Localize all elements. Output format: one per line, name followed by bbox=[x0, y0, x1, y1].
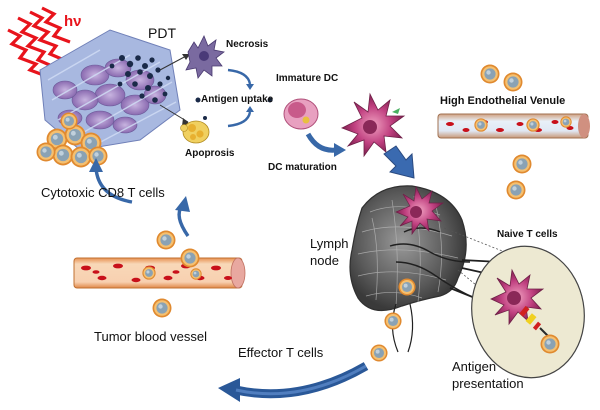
dc-maturation-label: DC maturation bbox=[268, 162, 337, 173]
lymph-node-dendritic-cell bbox=[395, 185, 445, 236]
light-hv-label: hν bbox=[64, 13, 82, 30]
tumor-blood-vessel-label: Tumor blood vessel bbox=[94, 329, 207, 344]
high-endothelial-venule bbox=[437, 113, 590, 139]
dendritic-cell-icon bbox=[341, 92, 406, 158]
maturation-arrow bbox=[305, 132, 346, 157]
apoptosis-label: Apoprosis bbox=[185, 148, 235, 159]
tumor-blood-vessel bbox=[73, 257, 246, 289]
vessel-to-tumor-arrow bbox=[175, 196, 190, 237]
mhc-tcr-complex bbox=[519, 305, 549, 337]
tumor-tissue bbox=[39, 29, 181, 151]
necrosis-label: Necrosis bbox=[226, 39, 269, 50]
lymph-node-label-line1: Lymph bbox=[310, 236, 349, 251]
antigen-uptake-label: Antigen uptake bbox=[201, 94, 274, 105]
apoptotic-cell-icon bbox=[180, 120, 210, 144]
necrotic-cell-icon bbox=[185, 35, 225, 79]
antigen-presentation-label-line2: presentation bbox=[452, 376, 524, 391]
photosensitizer-dots bbox=[109, 55, 171, 103]
cd8-to-tumor-arrow bbox=[89, 158, 133, 204]
dc-migration-arrow bbox=[383, 145, 415, 179]
antigen-presentation-label-line1: Antigen bbox=[452, 359, 497, 374]
lymph-node-label-line2: node bbox=[310, 253, 339, 268]
pdt-label: PDT bbox=[148, 25, 176, 41]
antigen-dots bbox=[195, 97, 273, 120]
effector-return-arrow bbox=[218, 362, 369, 402]
naive-t-cells-label: Naive T cells bbox=[497, 229, 558, 240]
effector-t-cells-label: Effector T cells bbox=[238, 345, 324, 360]
immature-dc-label: Immature DC bbox=[276, 73, 339, 84]
curved-arrow-icon bbox=[227, 68, 252, 128]
hev-label: High Endothelial Venule bbox=[440, 95, 566, 107]
cytotoxic-cd8-label: Cytotoxic CD8 T cells bbox=[41, 185, 165, 200]
immature-dendritic-cell bbox=[283, 98, 319, 130]
antigen-presentation-inset bbox=[471, 245, 585, 379]
